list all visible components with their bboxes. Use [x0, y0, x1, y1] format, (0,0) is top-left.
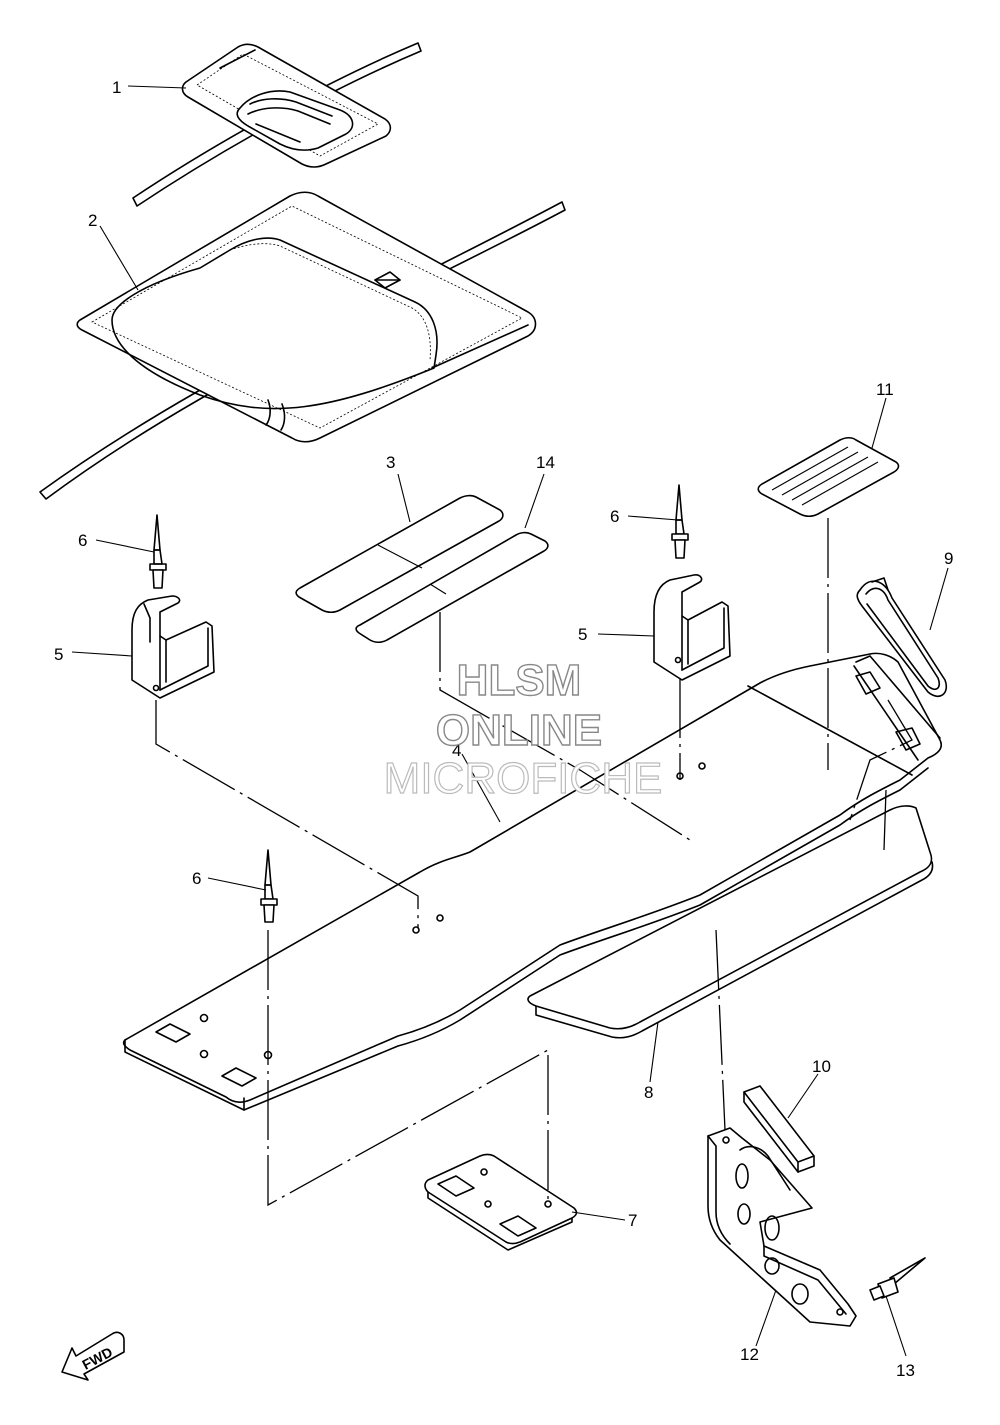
callout-5b: 5 — [578, 625, 587, 644]
part-2-storage-bag — [76, 191, 537, 443]
part-13-rivet — [869, 1257, 926, 1301]
callout-6b: 6 — [610, 507, 619, 526]
leader-lines — [71, 85, 949, 1357]
part-7-plate — [424, 1153, 578, 1251]
part-3-label — [295, 494, 504, 614]
part-6-rivet-c — [260, 849, 278, 923]
callout-12: 12 — [740, 1345, 759, 1364]
part-14-label — [355, 531, 549, 644]
callout-6a: 6 — [78, 531, 87, 550]
callout-1: 1 — [112, 78, 121, 97]
part-8-foam-strip — [527, 805, 934, 1039]
watermark-line-3: MICROFICHE — [384, 754, 663, 803]
watermark: HLSM ONLINE MICROFICHE — [383, 655, 663, 803]
callout-4: 4 — [452, 741, 461, 760]
callout-5a: 5 — [54, 645, 63, 664]
callout-8: 8 — [644, 1083, 653, 1102]
callout-10: 10 — [812, 1057, 831, 1076]
callout-13: 13 — [896, 1361, 915, 1380]
part-5-bracket-right — [653, 574, 731, 681]
part-4-tray — [122, 652, 943, 1111]
callout-7: 7 — [628, 1211, 637, 1230]
part-6-rivet-b — [671, 484, 689, 559]
callout-14: 14 — [536, 453, 555, 472]
callout-3: 3 — [386, 453, 395, 472]
watermark-line-2: ONLINE — [436, 706, 602, 755]
part-9-wire-clip — [856, 577, 947, 697]
callout-11: 11 — [876, 380, 894, 399]
callout-6c: 6 — [192, 869, 201, 888]
part-5-bracket-left — [131, 595, 215, 699]
callout-2: 2 — [88, 211, 97, 230]
fwd-arrow-icon: FWD — [61, 1331, 125, 1381]
callout-9: 9 — [944, 549, 953, 568]
strap-upper — [132, 42, 422, 207]
watermark-line-1: HLSM — [457, 656, 582, 705]
part-11-pad — [757, 436, 900, 518]
part-1-small-pouch — [181, 43, 392, 168]
part-10-block — [743, 1085, 815, 1173]
part-12-mount-bracket — [707, 1127, 857, 1327]
assembly-lines — [155, 518, 913, 1207]
part-6-rivet-a — [149, 514, 167, 589]
